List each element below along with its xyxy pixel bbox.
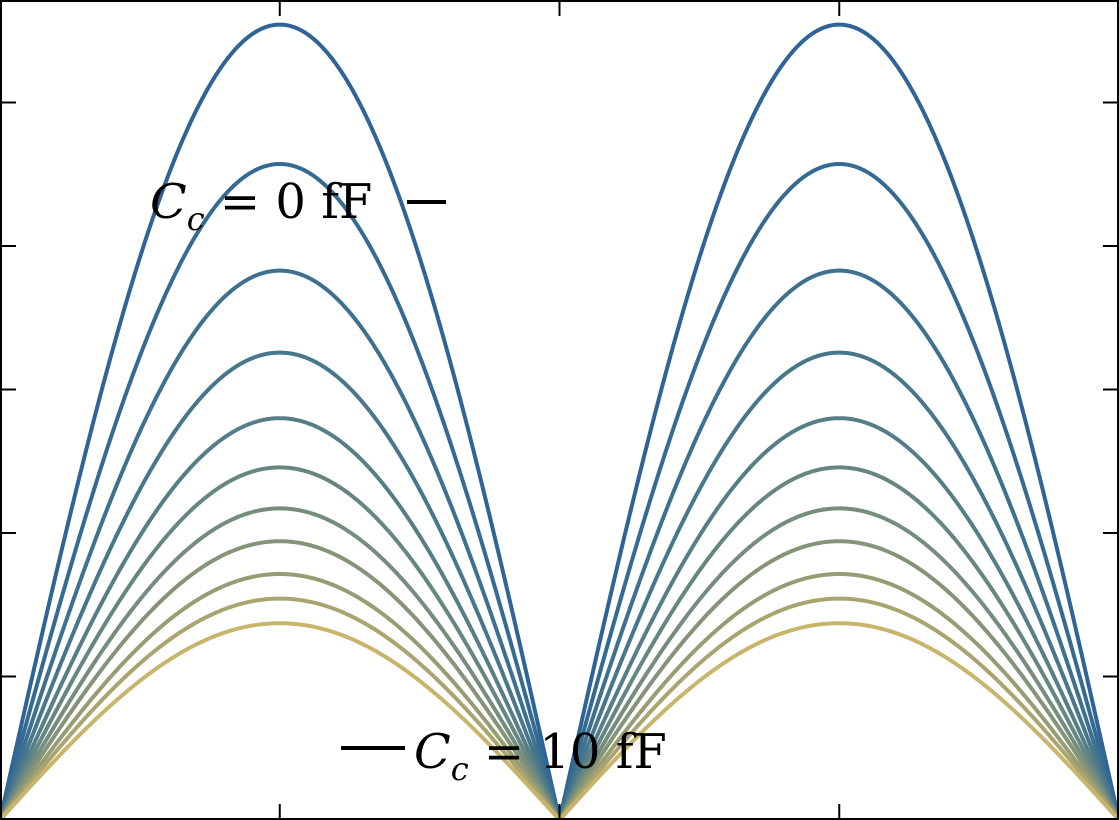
series-line-8	[0, 572, 1119, 820]
series-line-5	[0, 465, 1119, 820]
annotation-top-sub: c	[187, 200, 205, 238]
series-line-4	[0, 416, 1119, 820]
annotation-top: Cc = 0 fF	[150, 174, 446, 238]
series-line-7	[0, 539, 1119, 820]
series-line-2	[0, 268, 1119, 820]
series-line-0	[0, 22, 1119, 820]
svg-text:Cc = 0 fF: Cc = 0 fF	[150, 174, 372, 238]
series-line-3	[0, 350, 1119, 820]
series-line-9	[0, 596, 1119, 820]
svg-text:Cc = 10 fF: Cc = 10 fF	[414, 724, 667, 788]
annotation-bottom-sub: c	[451, 750, 469, 788]
annotation-bottom: Cc = 10 fF	[341, 724, 667, 788]
annotation-top-rest: = 0 fF	[205, 174, 373, 230]
series-line-6	[0, 506, 1119, 820]
annotation-top-prefix: C	[150, 174, 187, 230]
series-layer	[0, 22, 1119, 820]
series-line-1	[0, 162, 1119, 820]
annotation-bottom-rest: = 10 fF	[469, 724, 667, 780]
annotation-bottom-prefix: C	[414, 724, 451, 780]
series-line-10	[0, 621, 1119, 820]
